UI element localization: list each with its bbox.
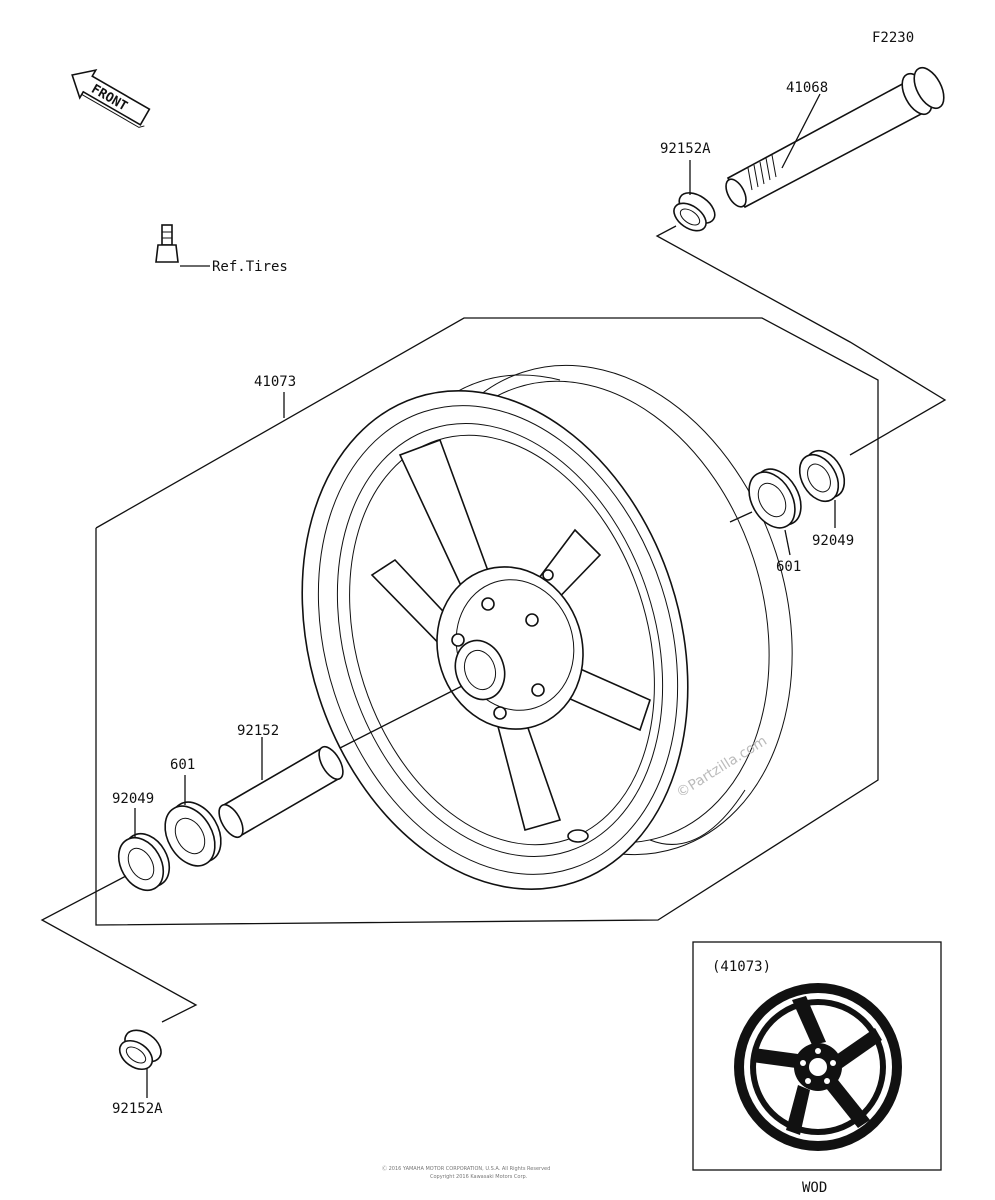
bearing-left-label: 601 — [170, 757, 195, 773]
axle — [725, 66, 945, 209]
inset-title: (41073) — [712, 959, 771, 975]
spacer-label: 92152 — [237, 723, 279, 739]
seal-left — [117, 832, 171, 892]
footer-line-1: Ⓒ 2016 YAMAHA MOTOR CORPORATION, U.S.A. … — [382, 1165, 550, 1172]
inset-box: (41073) WOD — [692, 941, 942, 1196]
inset-wheel — [734, 983, 902, 1151]
bearing-left — [164, 801, 222, 867]
bearing-right — [748, 468, 802, 529]
seal-right — [798, 449, 846, 503]
front-arrow-icon: FRONT — [71, 69, 151, 128]
valve-icon — [155, 224, 179, 263]
figure-code: F2230 — [872, 30, 914, 46]
bearing-right-label: 601 — [776, 559, 801, 575]
inset-caption: WOD — [802, 1180, 827, 1196]
wheel — [301, 364, 793, 890]
collar-top — [673, 192, 716, 232]
collar-bottom-label: 92152A — [112, 1101, 163, 1117]
ref-tires-label: Ref.Tires — [212, 259, 288, 275]
collar-bottom — [118, 1029, 162, 1071]
collar-top-label: 92152A — [660, 141, 711, 157]
watermark: ©Partzilla.com — [674, 733, 770, 801]
axle-label: 41068 — [786, 80, 828, 96]
footer-line-2: Copyright 2016 Kawasaki Motors Corp. — [430, 1174, 528, 1180]
seal-left-label: 92049 — [112, 791, 154, 807]
spacer — [218, 745, 344, 839]
wheel-label: 41073 — [254, 374, 296, 390]
seal-right-label: 92049 — [812, 533, 854, 549]
